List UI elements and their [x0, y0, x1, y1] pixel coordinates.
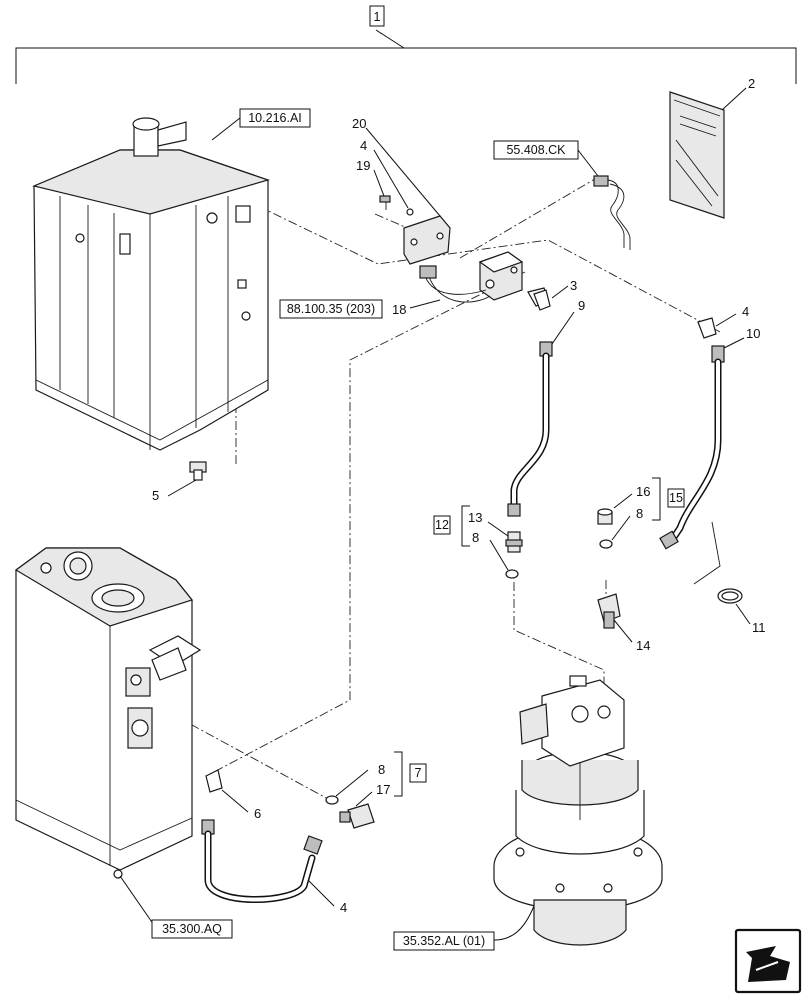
- callout-9: 9: [578, 298, 585, 313]
- callout-19: 20: [352, 116, 366, 131]
- callout-4a: 3: [570, 278, 577, 293]
- ref-sensor: 55.408.CK: [506, 143, 566, 157]
- callout-13: 13: [468, 510, 482, 525]
- callout-2: 2: [748, 76, 755, 91]
- callout-10: 10: [746, 326, 760, 341]
- callout-5: 5: [152, 488, 159, 503]
- kit-15: 16 8 15: [597, 477, 685, 549]
- callout-4c: 6: [254, 806, 261, 821]
- callout-6: 4: [340, 900, 347, 915]
- bolt-5: 5: [152, 461, 207, 503]
- swing-motor: [493, 675, 663, 946]
- ref-kit-7: 7: [415, 766, 422, 780]
- assembly-number: 1: [374, 10, 381, 24]
- callout-3: 4: [360, 138, 367, 153]
- hose-9: 3 9: [507, 278, 585, 517]
- callout-8c: 8: [378, 762, 385, 777]
- callout-11: 11: [752, 620, 766, 635]
- ref-tank-upper: 10.216.AI: [248, 111, 302, 125]
- callout-8b: 8: [636, 506, 643, 521]
- ref-tank-lower: 35.300.AQ: [162, 922, 222, 936]
- sensor-bracket: 20 4 19: [352, 116, 451, 265]
- manual-icon: 2: [669, 76, 755, 219]
- sensor-cable: [577, 149, 631, 250]
- arrow-next-icon[interactable]: [734, 928, 802, 994]
- ref-valve: 88.100.35 (203): [287, 302, 375, 316]
- callout-20: 19: [356, 158, 370, 173]
- callout-16: 16: [636, 484, 650, 499]
- ref-motor: 35.352.AL (01): [403, 934, 485, 948]
- o-ring-11: 11: [693, 521, 766, 635]
- kit-7: 8 17 7: [325, 751, 427, 829]
- hydraulic-tank-lower: [14, 547, 202, 929]
- assembly-bracket: 1: [15, 5, 797, 84]
- ref-kit-15: 15: [669, 491, 683, 505]
- hydraulic-tank-upper: [32, 117, 271, 451]
- callout-17: 17: [376, 782, 390, 797]
- callout-18: 18: [392, 302, 406, 317]
- ref-kit-12: 12: [435, 518, 449, 532]
- callout-8a: 8: [472, 530, 479, 545]
- kit-12: 13 8 12: [433, 505, 523, 579]
- fitting-14: 14: [597, 593, 650, 653]
- hose-10: 4 10: [659, 304, 760, 550]
- hose-6: 6 4: [201, 769, 347, 915]
- callout-14: 14: [636, 638, 650, 653]
- callout-4b: 4: [742, 304, 749, 319]
